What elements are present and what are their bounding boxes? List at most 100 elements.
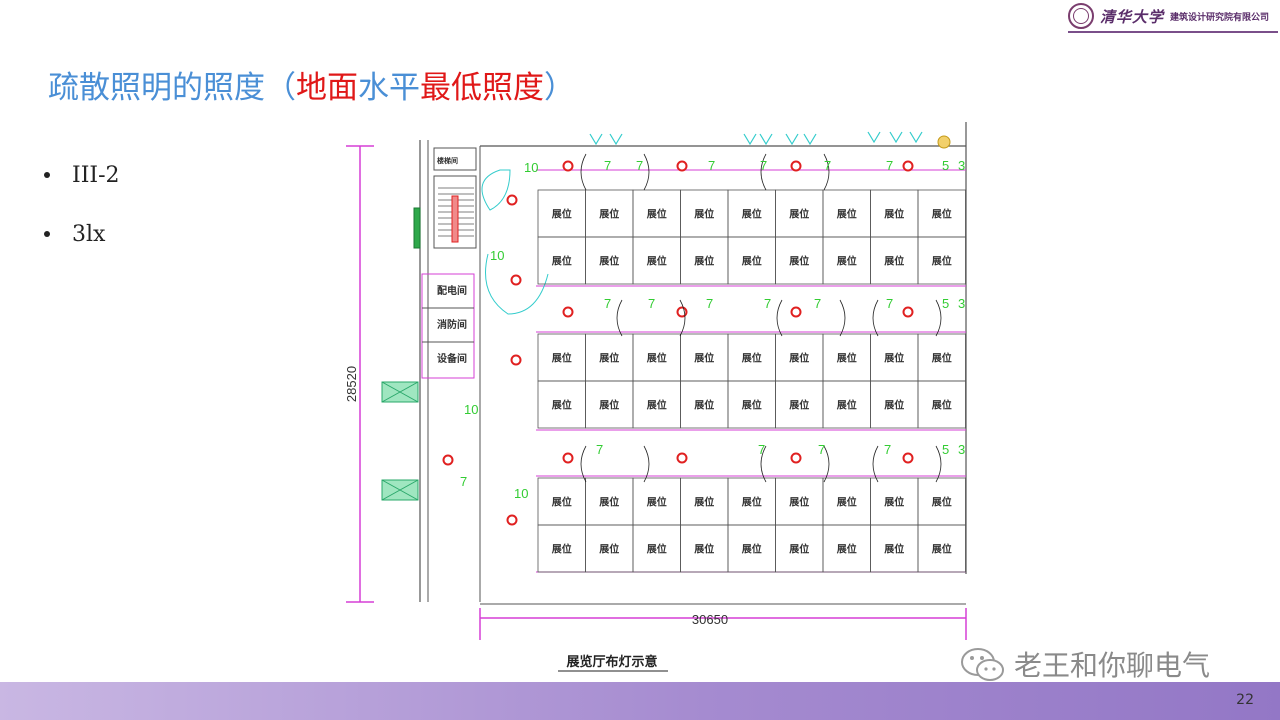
title-part-2: 地面 [296, 70, 358, 106]
emergency-lamp-icon [790, 452, 802, 464]
bullet-item: 3lx [44, 219, 120, 249]
booth-label: 展位 [647, 543, 667, 556]
level-label: 7 [460, 474, 467, 489]
booth-label: 展位 [789, 208, 809, 221]
emergency-lamp-icon [506, 514, 518, 526]
room-label-distribution: 配电间 [437, 284, 467, 297]
booth-label: 展位 [932, 496, 952, 509]
seal-icon [1068, 3, 1094, 29]
booth-label: 展位 [552, 399, 572, 412]
level-label: 3 [958, 296, 965, 311]
page-number: 22 [1236, 692, 1254, 708]
slide-title: 疏散照明的照度（地面水平最低照度） [48, 68, 575, 108]
emergency-lamp-icon [562, 452, 574, 464]
booth-label: 展位 [789, 255, 809, 268]
booth-label: 展位 [884, 352, 904, 365]
booth-label: 展位 [647, 208, 667, 221]
booth-label: 展位 [694, 255, 714, 268]
header-divider [1068, 31, 1278, 33]
booth-label: 展位 [694, 399, 714, 412]
booth-label: 展位 [742, 543, 762, 556]
level-label: 7 [636, 158, 643, 173]
booth-label: 展位 [552, 543, 572, 556]
level-label: 7 [818, 442, 825, 457]
wechat-icon [961, 648, 1004, 681]
emergency-lamp-icon [902, 452, 914, 464]
contour-line [616, 299, 686, 337]
booth-label: 展位 [932, 255, 952, 268]
booth-label: 展位 [599, 208, 619, 221]
booth-label: 展位 [884, 399, 904, 412]
emergency-lamps [442, 160, 914, 526]
level-label: 7 [648, 296, 655, 311]
booth-label: 展位 [552, 352, 572, 365]
booth-label: 展位 [884, 496, 904, 509]
watermark-text: 老王和你聊电气 [1014, 649, 1211, 682]
booth-label: 展位 [742, 399, 762, 412]
booth-label: 展位 [742, 496, 762, 509]
booth-label: 展位 [694, 208, 714, 221]
room-label-fire: 消防间 [437, 318, 467, 331]
title-part-4: 最低照度 [420, 70, 544, 106]
bullet-list: III-2 3lx [44, 160, 120, 278]
booth-label: 展位 [647, 255, 667, 268]
level-label: 10 [524, 160, 538, 175]
drawing-caption: 展览厅布灯示意 [566, 654, 657, 669]
booth-label: 展位 [694, 543, 714, 556]
booth-cell [917, 380, 966, 429]
booth-label: 展位 [742, 255, 762, 268]
level-label: 7 [764, 296, 771, 311]
emergency-lamp-icon [676, 452, 688, 464]
emergency-lamp-icon [510, 354, 522, 366]
dimension-width: 30650 [692, 612, 728, 627]
bullet-item: III-2 [44, 160, 120, 190]
booth-label: 展位 [837, 399, 857, 412]
booth-label: 展位 [884, 255, 904, 268]
emergency-lamp-icon [676, 160, 688, 172]
bullet-dot-icon [44, 231, 50, 237]
level-label: 7 [604, 158, 611, 173]
logo-name: 清华大学 [1100, 7, 1165, 26]
booth-cell [917, 524, 966, 573]
contour-line [776, 299, 846, 337]
contour-line [760, 153, 830, 191]
illuminance-contours [580, 153, 942, 483]
booth-label: 展位 [694, 352, 714, 365]
booth-label: 展位 [552, 496, 572, 509]
booth-label: 展位 [599, 399, 619, 412]
footer-bar: 22 [0, 682, 1280, 720]
booth-label: 展位 [742, 352, 762, 365]
emergency-lamp-icon [790, 160, 802, 172]
booth-label: 展位 [884, 543, 904, 556]
booth-label: 展位 [647, 496, 667, 509]
booth-label: 展位 [884, 208, 904, 221]
tsinghua-logo: 清华大学 建筑设计研究院有限公司 [1068, 2, 1278, 30]
level-label: 10 [490, 248, 504, 263]
emergency-lamp-icon [442, 454, 454, 466]
contour-line [872, 445, 942, 483]
booth-label: 展位 [647, 352, 667, 365]
logo-subtitle: 建筑设计研究院有限公司 [1170, 12, 1270, 23]
title-part-5: ） [544, 70, 575, 106]
emergency-lamp-icon [510, 274, 522, 286]
level-label: 3 [958, 158, 965, 173]
contour-line [580, 445, 650, 483]
booth-label: 展位 [932, 399, 952, 412]
level-label: 7 [824, 158, 831, 173]
booth-label: 展位 [789, 543, 809, 556]
contour-line [760, 445, 830, 483]
booth-cell [917, 236, 966, 285]
level-label: 7 [814, 296, 821, 311]
booth-label: 展位 [694, 496, 714, 509]
stair-label: 楼梯间 [437, 156, 458, 165]
booth-label: 展位 [837, 543, 857, 556]
bullet-text: 3lx [72, 221, 106, 247]
title-part-3: 水平 [358, 70, 420, 106]
booth-label: 展位 [599, 496, 619, 509]
booth-label: 展位 [742, 208, 762, 221]
level-label: 10 [464, 402, 478, 417]
booth-label: 展位 [932, 543, 952, 556]
emergency-lamp-icon [562, 160, 574, 172]
bullet-dot-icon [44, 172, 50, 178]
level-label: 5 [942, 442, 949, 457]
